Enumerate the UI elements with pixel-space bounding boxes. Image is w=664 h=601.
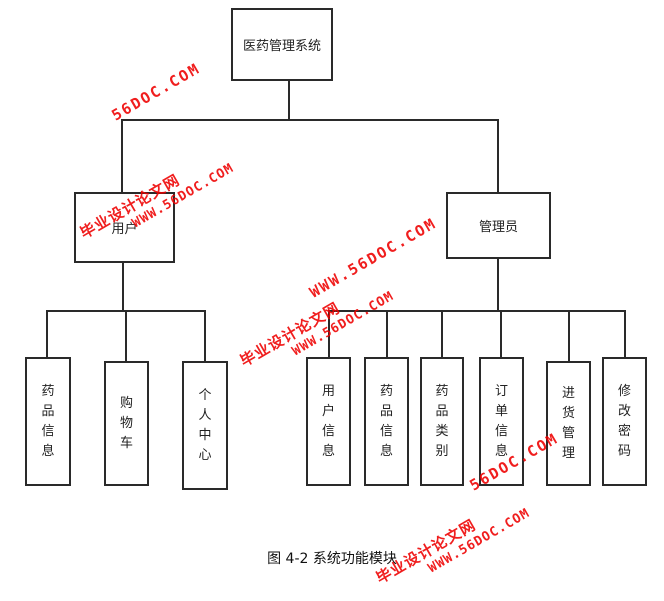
root-label: 医药管理系统: [242, 39, 321, 54]
connector-line: [288, 80, 290, 120]
module-label: 药品信息: [379, 383, 393, 459]
module-label: 订单信息: [494, 383, 508, 459]
admin-module-node: 药品信息: [364, 357, 409, 486]
admin-module-node: 订单信息: [479, 357, 524, 486]
root-node: 医药管理系统: [231, 8, 333, 81]
module-label: 用户信息: [321, 383, 335, 459]
user-module-node: 药品信息: [25, 357, 71, 486]
admin-module-node: 药品类别: [420, 357, 464, 486]
admin-node: 管理员: [446, 192, 551, 259]
admin-module-node: 进货管理: [546, 361, 591, 486]
connector-line: [328, 310, 330, 358]
module-label: 药品信息: [41, 383, 55, 459]
connector-line: [121, 119, 499, 121]
figure-caption: 图 4-2 系统功能模块: [267, 551, 397, 567]
connector-line: [125, 310, 127, 362]
module-label: 个人中心: [198, 387, 212, 463]
user-module-node: 购物车: [104, 361, 149, 486]
user-label: 用户: [111, 222, 138, 237]
connector-line: [497, 119, 499, 194]
connector-line: [500, 310, 502, 358]
connector-line: [386, 310, 388, 358]
connector-line: [121, 119, 123, 194]
module-label: 购物车: [119, 395, 133, 451]
connector-line: [46, 310, 48, 358]
module-label: 修改密码: [617, 383, 631, 459]
admin-module-node: 修改密码: [602, 357, 647, 486]
module-label: 进货管理: [561, 385, 575, 461]
watermark: 毕业设计论文网 WWW.56DOC.COM: [373, 505, 533, 588]
connector-line: [204, 310, 206, 362]
connector-line: [497, 258, 499, 311]
connector-line: [441, 310, 443, 358]
connector-line: [624, 310, 626, 358]
module-label: 药品类别: [435, 383, 449, 459]
connector-line: [122, 262, 124, 311]
connector-line: [568, 310, 570, 362]
watermark: 56DOC.COM: [108, 59, 204, 125]
connector-line: [328, 310, 626, 312]
admin-module-node: 用户信息: [306, 357, 351, 486]
user-node: 用户: [74, 192, 175, 263]
admin-label: 管理员: [478, 220, 518, 235]
user-module-node: 个人中心: [182, 361, 228, 490]
